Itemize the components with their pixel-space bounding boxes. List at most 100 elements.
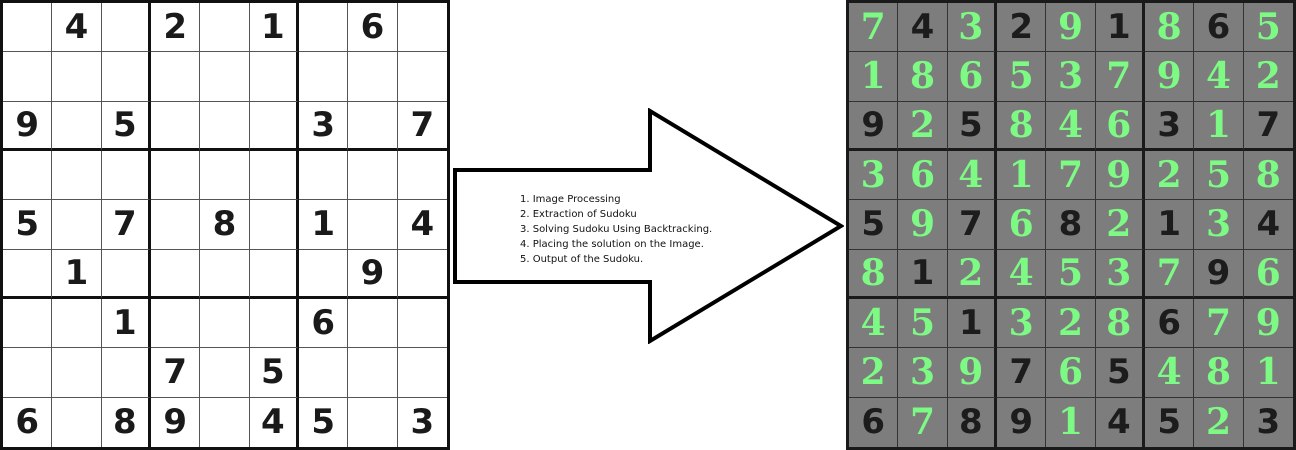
solution-cell-r8c8: 8 (1194, 348, 1244, 398)
solution-cell-r2c8: 4 (1194, 52, 1244, 102)
solution-cell-r5c4: 6 (996, 200, 1047, 250)
solution-cell-r3c9: 7 (1243, 102, 1293, 151)
solution-cell-r7c3: 1 (947, 298, 997, 349)
solution-cell-r2c3: 6 (947, 52, 997, 102)
process-steps-list: 1. Image Processing 2. Extraction of Sud… (520, 192, 712, 267)
solution-cell-r2c9: 2 (1243, 52, 1293, 102)
input-cell-r3c6 (249, 101, 299, 151)
input-cell-r3c9: 7 (397, 102, 447, 151)
input-cell-r9c5 (200, 397, 250, 447)
solution-cell-r1c1: 7 (849, 3, 899, 53)
input-cell-r9c4: 9 (151, 397, 201, 447)
solution-cell-r1c6: 1 (1095, 3, 1145, 53)
solution-cell-r8c6: 5 (1095, 348, 1145, 398)
solution-cell-r4c8: 5 (1194, 150, 1244, 201)
input-cell-r2c2 (52, 52, 102, 102)
solution-cell-r2c6: 7 (1095, 52, 1145, 102)
solution-cell-r4c1: 3 (849, 150, 899, 201)
process-step: 2. Extraction of Sudoku (520, 209, 637, 220)
input-cell-r9c8 (348, 397, 398, 447)
input-cell-r1c2: 4 (52, 3, 102, 53)
solution-cell-r2c1: 1 (849, 52, 899, 102)
input-cell-r4c3 (101, 150, 151, 201)
solution-cell-r9c9: 3 (1256, 402, 1281, 443)
input-cell-r6c4 (150, 249, 201, 299)
input-cell-r7c2 (52, 298, 102, 349)
input-cell-r4c5 (200, 150, 250, 201)
solution-cell-r2c7: 9 (1144, 52, 1195, 102)
solution-cell-r5c7: 1 (1144, 200, 1195, 250)
input-cell-r7c8 (348, 298, 398, 349)
solution-cell-r4c7: 2 (1144, 150, 1195, 201)
solution-cell-r9c8: 2 (1194, 397, 1244, 447)
input-cell-r1c4: 2 (150, 3, 201, 53)
solution-cell-r8c5: 6 (1046, 348, 1096, 398)
input-cell-r2c6 (249, 52, 299, 102)
input-cell-r8c5 (200, 348, 250, 398)
solution-cell-r9c5: 1 (1046, 397, 1096, 447)
solution-cell-r6c3: 2 (947, 249, 997, 299)
input-cell-r4c7 (298, 150, 349, 201)
input-cell-r2c5 (200, 52, 250, 102)
solution-cell-r3c6: 6 (1095, 101, 1145, 151)
solution-cell-r8c3: 9 (947, 348, 997, 398)
input-cell-r3c8 (348, 101, 398, 151)
solution-cell-r6c4: 4 (996, 249, 1047, 299)
input-cell-r2c8 (348, 52, 398, 102)
solution-cell-r8c1: 2 (849, 348, 899, 398)
solution-cell-r3c4: 8 (996, 101, 1047, 151)
solution-cell-r1c9: 5 (1243, 3, 1293, 53)
input-cell-r9c7: 5 (299, 397, 349, 447)
input-cell-r8c2 (52, 348, 102, 398)
input-cell-r5c5: 8 (200, 200, 250, 250)
input-cell-r6c3 (101, 249, 151, 299)
solution-cell-r4c9: 8 (1243, 151, 1293, 201)
input-cell-r2c7 (298, 52, 349, 102)
input-cell-r4c2 (52, 150, 102, 201)
input-cell-r6c2: 1 (52, 249, 102, 299)
input-cell-r9c9: 3 (410, 402, 435, 443)
solution-cell-r1c7: 8 (1144, 3, 1195, 53)
solution-cell-r2c5: 3 (1046, 52, 1096, 102)
input-cell-r5c1: 5 (3, 200, 53, 250)
solution-cell-r7c8: 7 (1194, 298, 1244, 349)
solution-cell-r4c6: 9 (1095, 150, 1145, 201)
input-cell-r5c3: 7 (101, 200, 151, 250)
process-step: 4. Placing the solution on the Image. (520, 239, 704, 250)
input-cell-r6c7 (298, 249, 349, 299)
solution-cell-r6c7: 7 (1144, 249, 1195, 299)
input-cell-r3c5 (200, 101, 250, 151)
solution-cell-r5c1: 5 (849, 200, 899, 250)
solution-cell-r2c2: 8 (898, 52, 948, 102)
input-cell-r9c6: 4 (250, 397, 299, 447)
solution-cell-r9c6: 4 (1096, 397, 1145, 447)
solution-cell-r7c7: 6 (1144, 298, 1195, 349)
input-cell-r3c2 (52, 101, 102, 151)
solution-cell-r5c8: 3 (1194, 200, 1244, 250)
solution-cell-r7c1: 4 (849, 298, 899, 349)
input-cell-r7c5 (200, 298, 250, 349)
input-cell-r6c1 (3, 249, 53, 299)
input-cell-r5c8 (348, 200, 398, 250)
input-cell-r3c3: 5 (101, 101, 151, 151)
input-cell-r1c3 (101, 3, 151, 53)
process-step: 1. Image Processing (520, 194, 621, 205)
input-cell-r5c7: 1 (298, 200, 349, 250)
input-cell-r7c1 (3, 298, 53, 349)
solution-cell-r1c4: 2 (996, 3, 1047, 53)
input-cell-r3c4 (150, 101, 201, 151)
input-cell-r4c1 (3, 150, 53, 201)
solution-cell-r8c4: 7 (996, 348, 1047, 398)
input-cell-r7c4 (150, 298, 201, 349)
input-cell-r4c8 (348, 150, 398, 201)
solution-cell-r6c2: 1 (898, 249, 948, 299)
input-cell-r4c9 (397, 151, 447, 201)
solution-cell-r4c3: 4 (947, 150, 997, 201)
input-cell-r8c1 (3, 348, 53, 398)
input-cell-r2c1 (3, 52, 53, 102)
input-cell-r8c8 (348, 348, 398, 398)
input-cell-r1c5 (200, 3, 250, 53)
input-cell-r5c9: 4 (397, 200, 447, 250)
solution-cell-r5c2: 9 (898, 200, 948, 250)
